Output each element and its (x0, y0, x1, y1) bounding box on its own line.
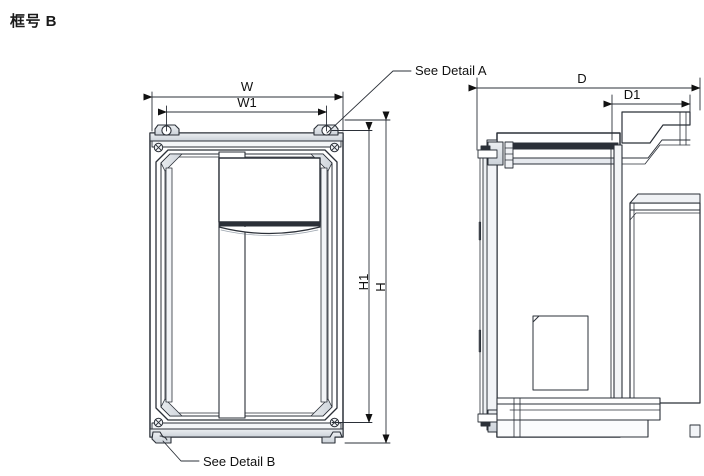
callout-label-detail-b: See Detail B (203, 454, 275, 469)
callout-label-detail-a: See Detail A (415, 63, 487, 78)
dimension-W (143, 91, 344, 132)
callout-leader-detail-a (326, 70, 412, 134)
dimension-D1 (603, 94, 691, 141)
dimension-W1 (158, 105, 327, 132)
dimension-label-H: H (373, 282, 388, 291)
dimension-D (468, 77, 701, 151)
dimension-label-H1: H1 (356, 274, 371, 291)
front-view (149, 124, 344, 444)
dimension-label-D: D (577, 71, 586, 86)
dimension-label-W: W (241, 79, 254, 94)
callout-leader-detail-b (162, 440, 200, 462)
side-view (477, 111, 701, 438)
dimension-label-D1: D1 (624, 87, 641, 102)
dimension-label-W1: W1 (237, 95, 257, 110)
dimension-H (344, 111, 391, 444)
page-title: 框号 B (10, 13, 58, 30)
dimension-H1 (331, 122, 373, 423)
